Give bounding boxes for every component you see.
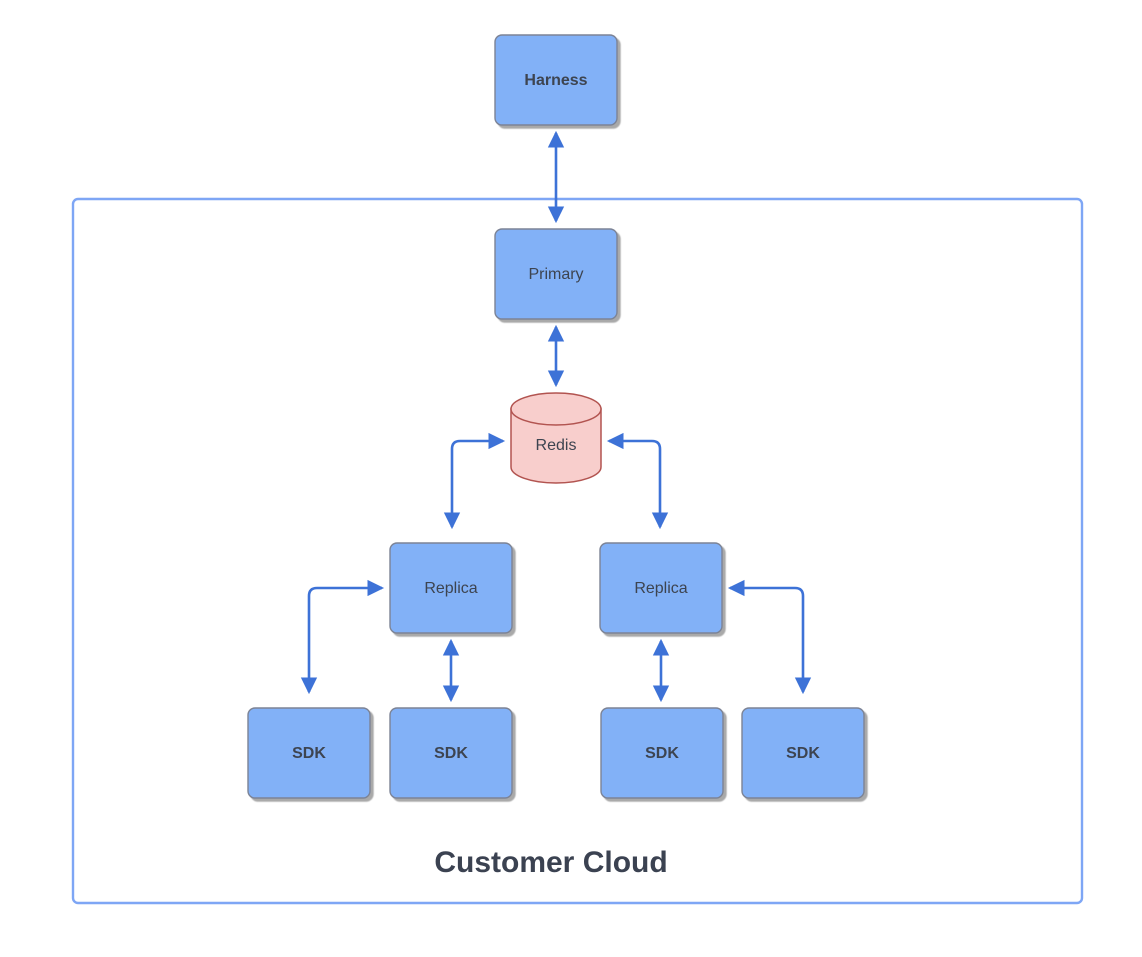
node-primary-label: Primary — [528, 266, 583, 283]
node-replica-right-shape — [599, 542, 723, 634]
node-sdk-3-label: SDK — [645, 745, 679, 762]
node-redis-label: Redis — [536, 437, 577, 454]
connector-replica-left-sdk-1 — [300, 579, 385, 695]
connector-redis-replica-right — [606, 432, 669, 530]
node-replica-right-label: Replica — [634, 580, 687, 597]
node-sdk-2-label: SDK — [434, 745, 468, 762]
node-sdk-1[interactable] — [247, 707, 371, 799]
connector-replica-right-sdk-4 — [727, 579, 812, 695]
node-primary-shape — [494, 228, 618, 320]
node-replica-left[interactable] — [389, 542, 513, 634]
node-sdk-1-shape — [247, 707, 371, 799]
node-redis-top-ellipse — [510, 392, 602, 426]
connector-group — [300, 130, 812, 703]
zone-title-customer-cloud: Customer Cloud — [434, 846, 667, 879]
node-redis[interactable] — [510, 392, 602, 484]
node-sdk-2-shape — [389, 707, 513, 799]
node-sdk-3[interactable] — [600, 707, 724, 799]
node-replica-left-label: Replica — [424, 580, 477, 597]
node-sdk-2[interactable] — [389, 707, 513, 799]
node-primary[interactable] — [494, 228, 618, 320]
node-replica-right[interactable] — [599, 542, 723, 634]
node-harness-shape — [494, 34, 618, 126]
node-replica-left-shape — [389, 542, 513, 634]
node-sdk-4[interactable] — [741, 707, 865, 799]
node-sdk-1-label: SDK — [292, 745, 326, 762]
node-redis-body — [510, 408, 602, 484]
node-sdk-3-shape — [600, 707, 724, 799]
connector-redis-replica-left — [443, 432, 506, 530]
node-harness-label: Harness — [524, 72, 587, 89]
node-sdk-4-label: SDK — [786, 745, 820, 762]
node-sdk-4-shape — [741, 707, 865, 799]
node-harness[interactable] — [494, 34, 618, 126]
